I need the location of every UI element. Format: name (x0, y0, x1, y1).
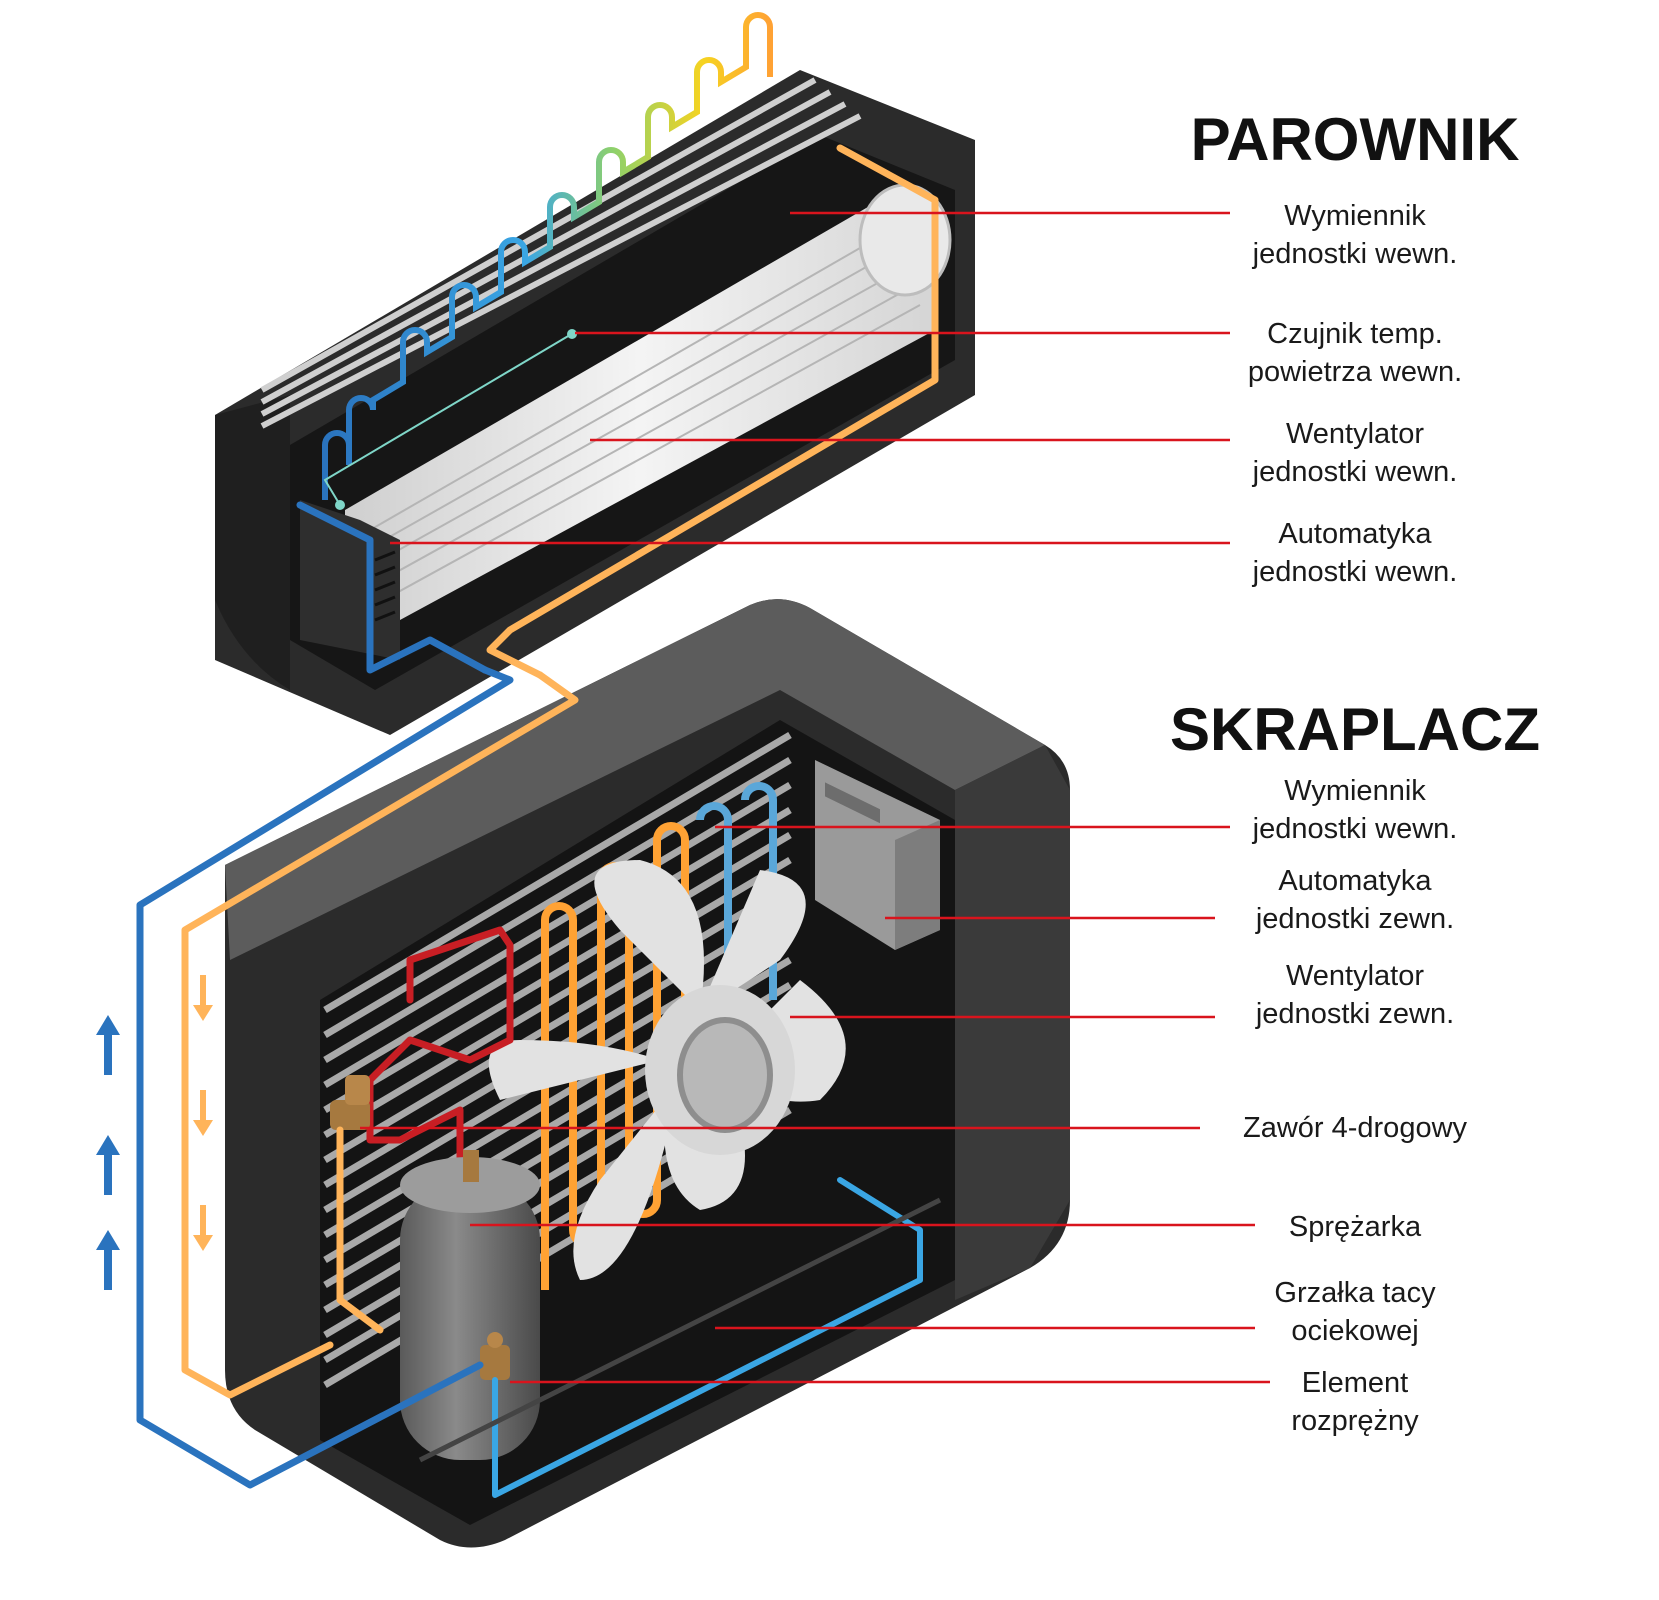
label-drip-tray-heater-line1: Grzałka tacy (1274, 1277, 1436, 1309)
flow-arrow-down-icon (193, 1205, 213, 1251)
label-outdoor-controls-line1: Automatyka (1278, 865, 1432, 897)
indoor-unit-side (215, 395, 290, 690)
label-expansion-element-line2: rozprężny (1291, 1405, 1419, 1437)
indoor-fan-slats (369, 224, 921, 603)
label-outdoor-exchanger-line1: Wymiennik (1284, 775, 1426, 807)
outdoor-unit (225, 599, 1070, 1548)
expansion-valve (480, 1332, 510, 1380)
label-indoor-exchanger-line1: Wymiennik (1284, 200, 1426, 232)
label-drip-tray-heater-line2: ociekowej (1291, 1315, 1418, 1347)
heading-condenser: SKRAPLACZ (1170, 696, 1540, 763)
label-indoor-fan-line1: Wentylator (1286, 418, 1424, 450)
indoor-temp-sensor (567, 329, 577, 339)
label-outdoor-fan-line1: Wentylator (1286, 960, 1424, 992)
outdoor-unit-right-face (955, 745, 1070, 1300)
flow-arrow-up-icon (96, 1135, 120, 1195)
label-indoor-temp-sensor-line1: Czujnik temp. (1267, 318, 1443, 350)
indoor-cold-pipe (296, 501, 489, 674)
label-indoor-controls-line2: jednostki wewn. (1252, 556, 1458, 588)
flow-arrows (96, 975, 213, 1290)
indoor-heat-exchanger-coil (322, 12, 773, 500)
indoor-warm-pipe (486, 144, 939, 679)
label-indoor-fan-line2: jednostki wewn. (1252, 456, 1458, 488)
label-four-way-valve: Zawór 4-drogowy (1243, 1112, 1468, 1144)
liquid-pipe (492, 1177, 923, 1498)
label-outdoor-controls-line2: jednostki zewn. (1255, 903, 1454, 935)
drip-tray-heater (418, 1197, 942, 1463)
suction-line (136, 666, 514, 1489)
outdoor-unit-top-face (225, 599, 1045, 960)
four-way-valve (330, 1075, 370, 1130)
label-indoor-exchanger-line2: jednostki wewn. (1252, 238, 1458, 270)
heading-evaporator: PAROWNIK (1191, 106, 1520, 173)
label-outdoor-exchanger-line2: jednostki wewn. (1252, 813, 1458, 845)
label-indoor-controls-line1: Automatyka (1278, 518, 1432, 550)
compressor (400, 1150, 540, 1460)
outdoor-warm-pipe (336, 1126, 384, 1334)
flow-arrow-down-icon (193, 1090, 213, 1136)
flow-arrow-down-icon (193, 975, 213, 1021)
indoor-temp-sensor-wire (323, 331, 576, 506)
flow-arrow-up-icon (96, 1015, 120, 1075)
label-compressor: Sprężarka (1289, 1211, 1422, 1243)
label-outdoor-fan-line2: jednostki zewn. (1255, 998, 1454, 1030)
indoor-fan-drum (345, 200, 935, 620)
evaporator-labels: Wymiennik jednostki wewn. Czujnik temp. … (1248, 200, 1462, 588)
leader-lines (360, 211, 1270, 1384)
liquid-line (181, 671, 579, 1399)
label-indoor-temp-sensor-line2: powietrza wewn. (1248, 356, 1462, 388)
indoor-unit (215, 12, 975, 735)
flow-arrow-up-icon (96, 1230, 120, 1290)
connecting-pipes (136, 666, 579, 1489)
condenser-labels: Wymiennik jednostki wewn. Automatyka jed… (1243, 775, 1468, 1437)
outdoor-fan (488, 860, 846, 1280)
label-expansion-element-line1: Element (1302, 1367, 1408, 1399)
hot-gas-pipe (366, 926, 514, 1164)
